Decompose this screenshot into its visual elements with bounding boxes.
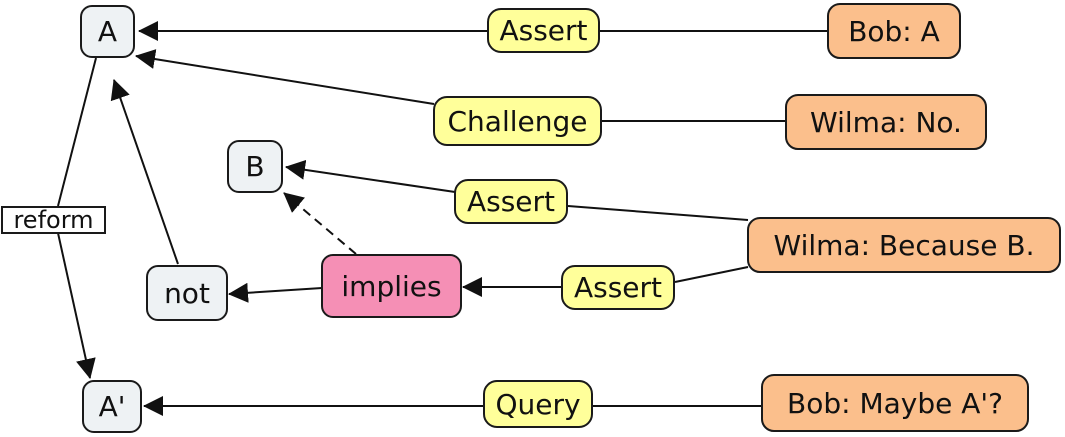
node-not-label: not [164, 276, 210, 310]
relation-assert-2-label: Assert [466, 185, 556, 218]
relation-query-label: Query [495, 387, 581, 421]
speaker-wilma-because-label: Wilma: Because B. [773, 228, 1035, 262]
node-b-label: B [245, 150, 265, 183]
relation-challenge[interactable]: Challenge [433, 96, 602, 146]
relation-query[interactable]: Query [483, 380, 593, 428]
edge-challenge-to-a [135, 49, 435, 105]
relation-assert-2[interactable]: Assert [454, 179, 568, 224]
edge-wilma-because-to-assert [567, 205, 749, 221]
node-a-prime[interactable]: A' [82, 380, 142, 433]
node-not[interactable]: not [146, 265, 228, 321]
speaker-bob-maybe-label: Bob: Maybe A'? [787, 386, 1003, 420]
edge-a-to-reform [57, 57, 97, 207]
edge-label-reform-text: reform [13, 206, 94, 234]
speaker-bob-maybe[interactable]: Bob: Maybe A'? [761, 374, 1029, 432]
node-b[interactable]: B [227, 140, 283, 193]
edge-label-reform: reform [1, 206, 106, 234]
speaker-bob-a-label: Bob: A [848, 14, 940, 48]
speaker-wilma-no-label: Wilma: No. [810, 105, 962, 139]
edge-not-to-a [110, 79, 179, 265]
edge-wilma-because-to-assert-2 [674, 266, 749, 283]
edge-reform-to-a-prime [57, 232, 96, 379]
node-a-prime-label: A' [98, 390, 126, 423]
relation-assert-1-label: Assert [499, 14, 588, 47]
node-a-label: A [97, 15, 118, 48]
speaker-wilma-because[interactable]: Wilma: Because B. [747, 217, 1061, 273]
speaker-bob-a[interactable]: Bob: A [827, 3, 961, 59]
edge-assert-to-b [285, 159, 456, 193]
relation-assert-1[interactable]: Assert [487, 8, 600, 53]
speaker-wilma-no[interactable]: Wilma: No. [785, 94, 987, 150]
node-implies[interactable]: implies [321, 254, 462, 318]
edge-implies-to-b-dashed [283, 192, 357, 255]
edge-implies-to-not [228, 282, 323, 303]
relation-assert-3-label: Assert [573, 271, 663, 304]
node-a[interactable]: A [80, 5, 135, 58]
node-implies-label: implies [341, 269, 442, 303]
relation-assert-3[interactable]: Assert [561, 265, 675, 310]
relation-challenge-label: Challenge [447, 104, 588, 138]
